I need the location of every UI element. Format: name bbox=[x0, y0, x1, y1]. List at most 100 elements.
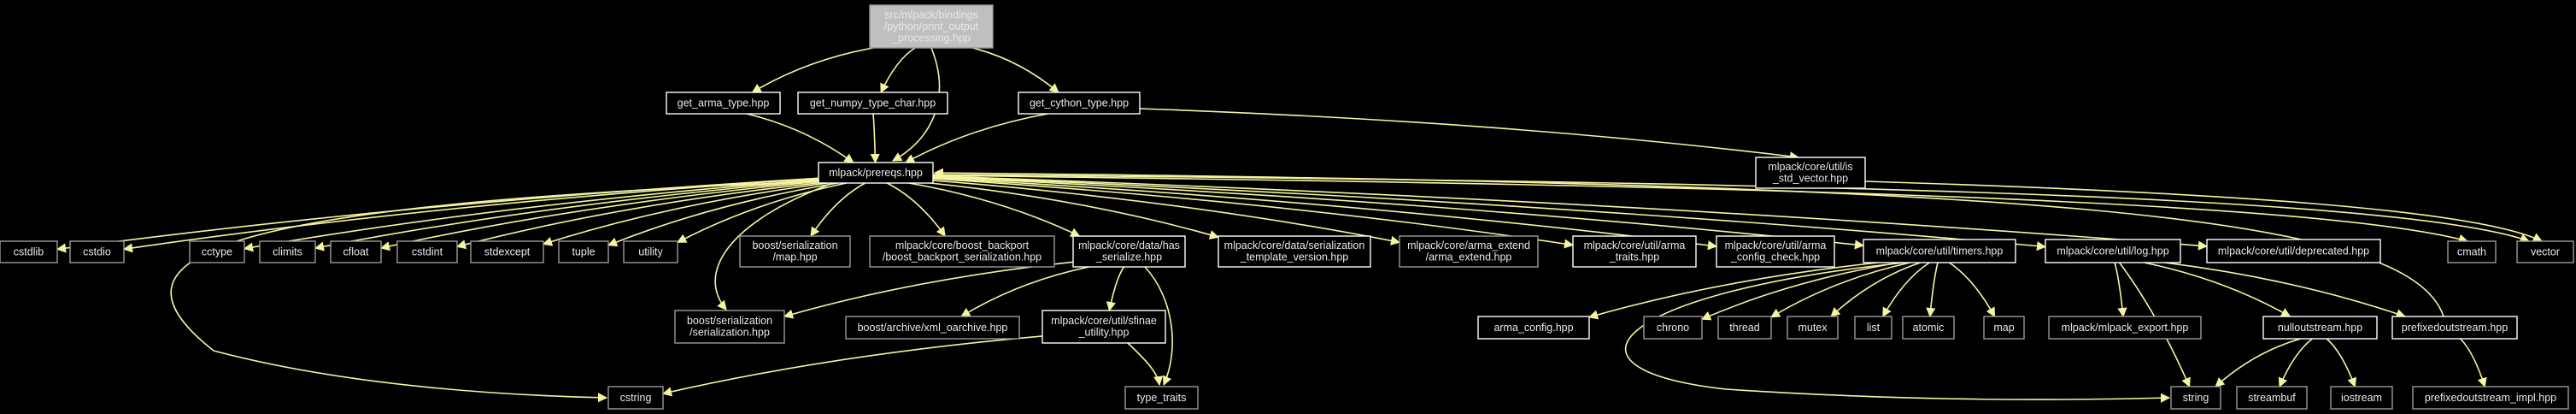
node-thread[interactable]: thread bbox=[1717, 316, 1772, 340]
edge-prereqs-to-log bbox=[932, 175, 2047, 251]
node-stdexcept[interactable]: stdexcept bbox=[470, 240, 544, 263]
node-iostream[interactable]: iostream bbox=[2330, 386, 2393, 410]
edge-timers-to-mutex bbox=[1830, 262, 1921, 317]
node-nulloutstream[interactable]: nulloutstream.hpp bbox=[2262, 316, 2378, 340]
node-label-line: arma_config.hpp bbox=[1493, 322, 1573, 334]
node-tuple[interactable]: tuple bbox=[558, 240, 609, 263]
node-is-std-vector[interactable]: mlpack/core/util/is_std_vector.hpp bbox=[1755, 157, 1866, 189]
node-list[interactable]: list bbox=[1854, 316, 1892, 340]
node-get-cython-type[interactable]: get_cython_type.hpp bbox=[1018, 92, 1141, 115]
node-timers[interactable]: mlpack/core/util/timers.hpp bbox=[1863, 239, 2016, 263]
node-label-line: string bbox=[2183, 392, 2209, 404]
node-label-line: list bbox=[1867, 322, 1881, 334]
node-arma-extend[interactable]: mlpack/core/arma_extend/arma_extend.hpp bbox=[1399, 235, 1539, 268]
edge-timers-to-list bbox=[1882, 262, 1930, 317]
node-label-line: /serialization.hpp bbox=[689, 327, 770, 339]
edge-prereqs-to-cmath bbox=[932, 174, 2469, 244]
node-label-line: utility bbox=[638, 245, 663, 257]
node-arma-traits[interactable]: mlpack/core/util/arma_traits.hpp bbox=[1572, 235, 1697, 268]
node-label-line: cstdlib bbox=[14, 245, 44, 257]
edge-prereqs-to-cfloat bbox=[379, 180, 819, 251]
node-cstdint[interactable]: cstdint bbox=[396, 240, 458, 263]
node-serialization-template-version[interactable]: mlpack/core/data/serialization_template_… bbox=[1218, 235, 1371, 268]
edge-timers-to-arma_config bbox=[1587, 262, 1879, 320]
edge-has_serialize-to-type_traits bbox=[1144, 266, 1173, 387]
edge-nulloutstream-to-streambuf bbox=[2278, 338, 2313, 388]
edge-prereqs-to-stdexcept bbox=[542, 182, 829, 246]
edge-prereqs-to-has_serialize bbox=[908, 182, 1081, 237]
node-label-line: prefixedoutstream.hpp bbox=[2402, 322, 2508, 334]
node-box bbox=[739, 235, 851, 268]
node-mutex[interactable]: mutex bbox=[1787, 316, 1839, 340]
node-xml-oarchive[interactable]: boost/archive/xml_oarchive.hpp bbox=[845, 316, 1020, 340]
edge-prereqs-to-cstring bbox=[170, 180, 823, 403]
node-root: src/mlpack/bindings/python/print_output_… bbox=[869, 4, 994, 49]
node-streambuf[interactable]: streambuf bbox=[2236, 386, 2308, 410]
node-string[interactable]: string bbox=[2170, 386, 2221, 410]
node-cstdio[interactable]: cstdio bbox=[69, 240, 125, 263]
edges-layer bbox=[56, 47, 2544, 403]
edge-log-to-prefixedoutstream bbox=[2164, 262, 2406, 319]
node-vector[interactable]: vector bbox=[2516, 240, 2574, 263]
node-chrono[interactable]: chrono bbox=[1643, 316, 1703, 340]
node-cmath[interactable]: cmath bbox=[2447, 240, 2497, 263]
node-label-line: prefixedoutstream_impl.hpp bbox=[2425, 392, 2556, 404]
node-label-line: mlpack/core/arma_extend bbox=[1407, 240, 1530, 251]
node-prefixedoutstream[interactable]: prefixedoutstream.hpp bbox=[2391, 316, 2518, 340]
edge-has_serialize-to-boost_serialization bbox=[783, 261, 1074, 319]
node-prereqs[interactable]: mlpack/prereqs.hpp bbox=[818, 162, 934, 184]
node-label-line: nulloutstream.hpp bbox=[2278, 322, 2362, 334]
node-deprecated[interactable]: mlpack/core/util/deprecated.hpp bbox=[2206, 239, 2381, 263]
edge-prereqs-to-boost_backport bbox=[886, 182, 946, 237]
node-map[interactable]: map bbox=[1983, 316, 2025, 340]
node-label-line: cmath bbox=[2457, 245, 2486, 257]
node-cfloat[interactable]: cfloat bbox=[330, 240, 382, 263]
node-mlpack-export[interactable]: mlpack/mlpack_export.hpp bbox=[2048, 316, 2202, 340]
node-has-serialize[interactable]: mlpack/core/data/has_serialize.hpp bbox=[1072, 235, 1186, 268]
node-boost-backport[interactable]: mlpack/core/boost_backport/boost_backpor… bbox=[869, 235, 1055, 268]
node-climits[interactable]: climits bbox=[259, 240, 316, 263]
node-label-line: mlpack/mlpack_export.hpp bbox=[2062, 322, 2189, 334]
node-label-line: cstring bbox=[620, 392, 652, 404]
edge-get_cython_type-to-is_std_vector bbox=[1139, 108, 1800, 162]
node-box bbox=[259, 240, 316, 263]
edge-has_serialize-to-sfinae_utility bbox=[1106, 266, 1125, 312]
node-label-line: climits bbox=[273, 245, 302, 257]
node-label-line: _processing.hpp bbox=[891, 32, 971, 44]
node-arma-config[interactable]: arma_config.hpp bbox=[1477, 316, 1590, 340]
node-box bbox=[1477, 316, 1590, 340]
node-box bbox=[1399, 235, 1539, 268]
node-label-line: type_traits bbox=[1137, 392, 1187, 404]
node-cstring[interactable]: cstring bbox=[607, 386, 664, 410]
node-label-line: mlpack/prereqs.hpp bbox=[829, 167, 923, 179]
node-get-numpy-type-char[interactable]: get_numpy_type_char.hpp bbox=[797, 92, 948, 115]
edge-prereqs-to-timers bbox=[932, 176, 1865, 250]
node-atomic[interactable]: atomic bbox=[1902, 316, 1955, 340]
node-arma-config-check[interactable]: mlpack/core/util/arma_config_check.hpp bbox=[1716, 235, 1835, 268]
node-get-arma-type[interactable]: get_arma_type.hpp bbox=[666, 92, 781, 115]
node-label-line: /map.hpp bbox=[772, 251, 817, 263]
node-cstdlib[interactable]: cstdlib bbox=[0, 240, 58, 263]
node-log[interactable]: mlpack/core/util/log.hpp bbox=[2045, 239, 2181, 263]
edge-nulloutstream-to-string bbox=[2215, 338, 2301, 387]
node-sfinae-utility[interactable]: mlpack/core/util/sfinae_utility.hpp bbox=[1042, 310, 1166, 344]
node-boost-serialization[interactable]: boost/serialization/serialization.hpp bbox=[674, 310, 785, 344]
node-label-line: src/mlpack/bindings bbox=[884, 9, 978, 21]
node-cctype[interactable]: cctype bbox=[189, 240, 245, 263]
edge-log-to-nulloutstream bbox=[2144, 262, 2291, 317]
node-label-line: cstdio bbox=[83, 245, 111, 257]
edge-prereqs-to-cstdint bbox=[455, 182, 819, 250]
node-label-line: /arma_extend.hpp bbox=[1426, 251, 1512, 263]
edge-timers-to-map bbox=[1948, 262, 1996, 317]
node-label-line: mlpack/core/util/deprecated.hpp bbox=[2218, 245, 2369, 257]
edge-prereqs-to-arma_extend bbox=[932, 180, 1401, 245]
node-box bbox=[2045, 239, 2181, 263]
node-box bbox=[1755, 157, 1866, 189]
node-type-traits[interactable]: type_traits bbox=[1124, 386, 1199, 410]
node-prefixedoutstream-impl[interactable]: prefixedoutstream_impl.hpp bbox=[2412, 386, 2569, 410]
node-utility[interactable]: utility bbox=[623, 240, 678, 263]
edge-prereqs-to-utility bbox=[677, 182, 847, 244]
node-boost-map[interactable]: boost/serialization/map.hpp bbox=[739, 235, 851, 268]
node-box bbox=[1218, 235, 1371, 268]
